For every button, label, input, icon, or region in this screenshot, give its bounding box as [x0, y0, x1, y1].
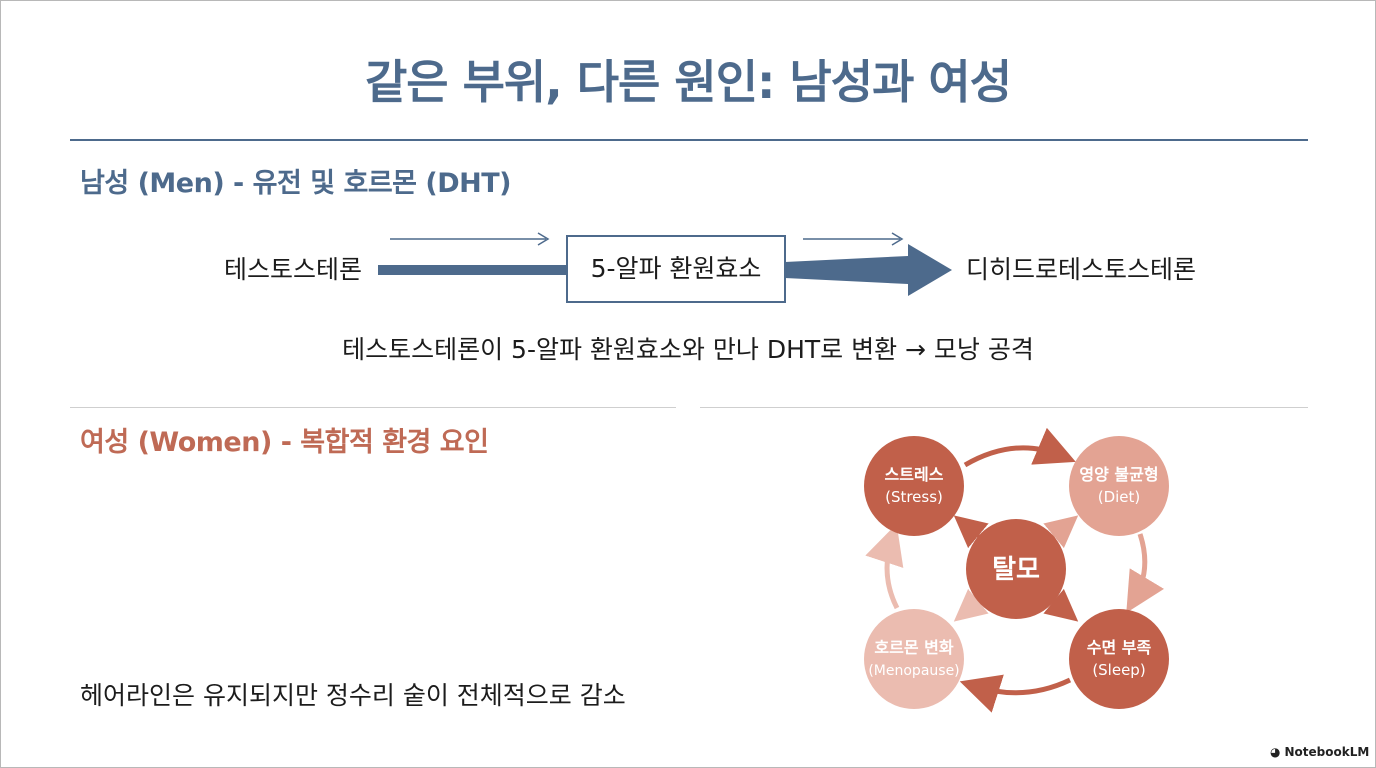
- notebooklm-logo-icon: ◕: [1270, 745, 1281, 759]
- spoke-to-menopause: [953, 588, 989, 622]
- factor-circle-diet: [1069, 436, 1169, 536]
- flow-bar-left: [378, 265, 568, 275]
- brand-mark: ◕NotebookLM: [1270, 745, 1369, 759]
- page-title: 같은 부위, 다른 원인: 남성과 여성: [364, 55, 1012, 109]
- brand-name: NotebookLM: [1284, 745, 1370, 759]
- center-label: 탈모: [992, 555, 1040, 585]
- factor-sub-sleep: (Sleep): [1092, 661, 1145, 679]
- product-label: 디히드로테스토스테론: [966, 255, 1197, 284]
- factor-label-sleep: 수면 부족: [1087, 638, 1152, 657]
- enzyme-box: [566, 235, 786, 303]
- center-circle-hair-loss: [966, 519, 1066, 619]
- factor-label-stress: 스트레스: [885, 465, 944, 484]
- upper-arrow-left-head: [537, 232, 550, 246]
- men-caption: 테스토스테론이 5-알파 환원효소와 만나 DHT로 변환 → 모낭 공격: [342, 335, 1034, 364]
- factor-label-menopause: 호르몬 변화: [874, 638, 953, 657]
- factor-circle-stress: [864, 436, 964, 536]
- women-section-heading: 여성 (Women) - 복합적 환경 요인: [80, 427, 489, 458]
- factor-sub-menopause: (Menopause): [868, 663, 959, 679]
- enzyme-label: 5-알파 환원효소: [590, 254, 762, 283]
- source-label: 테스토스테론: [224, 255, 363, 284]
- cycle-arrow-diet-to-sleep: [1126, 533, 1165, 613]
- factor-circle-sleep: [1069, 609, 1169, 709]
- cycle-arrow-menopause-to-stress: [865, 523, 904, 610]
- factor-sub-diet: (Diet): [1098, 488, 1141, 506]
- spoke-to-diet: [1043, 515, 1079, 549]
- factor-sub-stress: (Stress): [885, 488, 943, 506]
- flow-arrow-right: [785, 244, 952, 296]
- upper-arrow-right-head: [891, 232, 904, 246]
- spoke-to-sleep: [1043, 588, 1079, 622]
- men-section-heading: 남성 (Men) - 유전 및 호르몬 (DHT): [80, 168, 512, 199]
- cycle-arrow-sleep-to-menopause: [959, 674, 1072, 713]
- cycle-arrow-stress-to-diet: [963, 427, 1076, 468]
- factor-circle-menopause: [864, 609, 964, 709]
- spoke-to-stress: [953, 515, 989, 549]
- section-divider-left: [70, 407, 676, 408]
- women-caption: 헤어라인은 유지되지만 정수리 숱이 전체적으로 감소: [80, 681, 626, 710]
- factor-label-diet: 영양 불균형: [1079, 465, 1158, 484]
- section-divider-right: [700, 407, 1308, 408]
- title-divider: [70, 139, 1308, 141]
